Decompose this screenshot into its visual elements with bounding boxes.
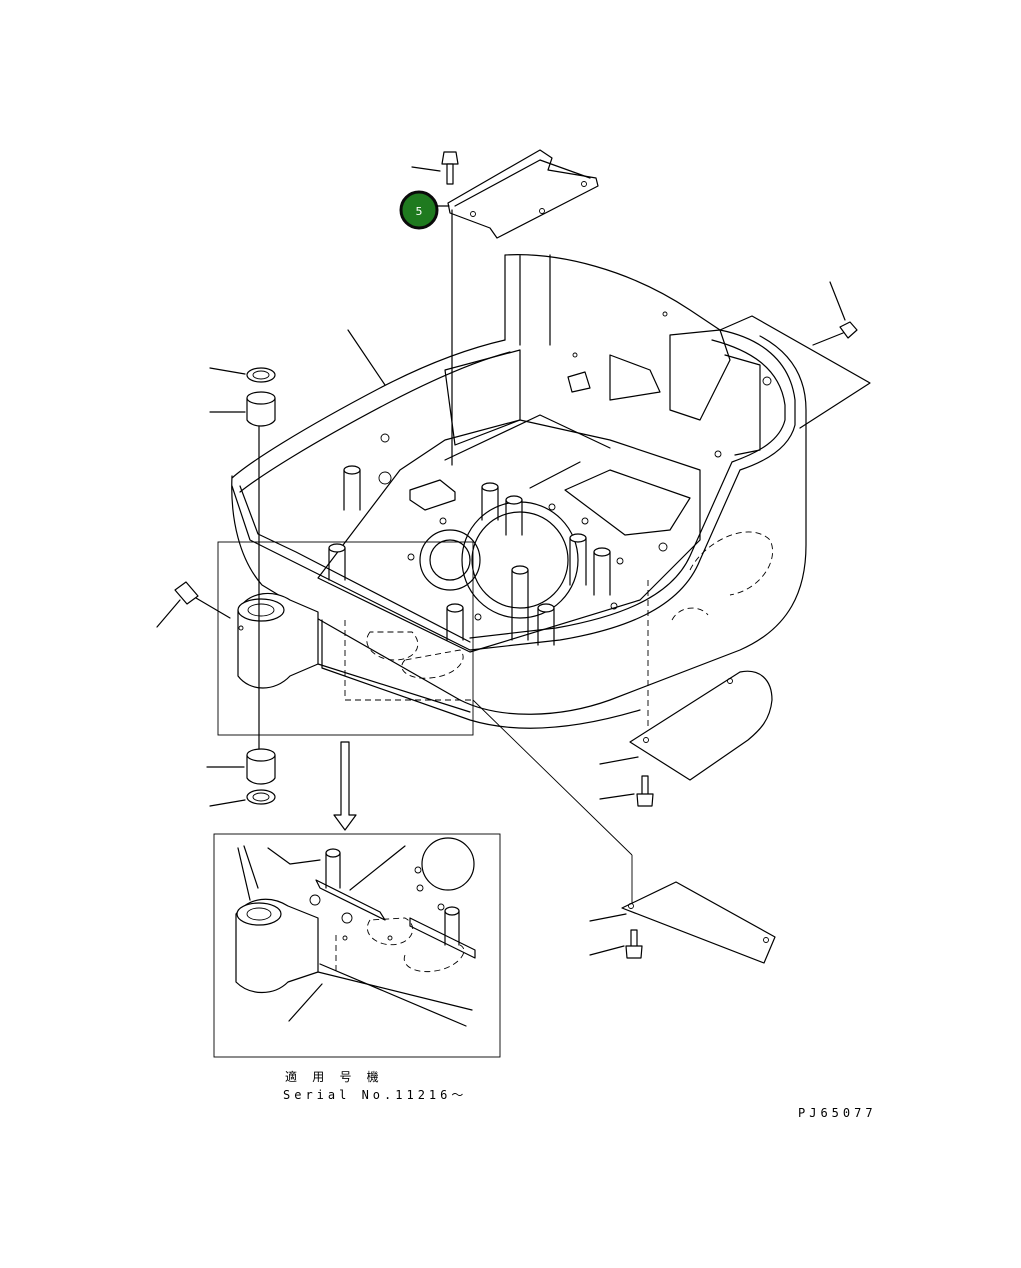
upper-bushing <box>209 391 276 427</box>
under-cover-1 <box>599 670 773 781</box>
drawing-code: PJ65077 <box>798 1106 877 1120</box>
side-clip <box>719 315 871 429</box>
applicability-label: 適 用 号 機 <box>285 1070 383 1084</box>
grease-fitting <box>156 581 231 628</box>
revolving-frame <box>231 254 807 735</box>
under-cover-bolt-1 <box>599 775 654 807</box>
down-arrow <box>333 741 357 831</box>
lower-seal-ring <box>209 789 276 807</box>
detail-area-box <box>217 541 474 736</box>
under-cover-bolt-2 <box>589 929 643 959</box>
callout-marker[interactable]: 5 <box>399 190 450 230</box>
upper-seal-ring <box>209 367 276 383</box>
lower-bushing <box>206 748 276 785</box>
top-cover-plate <box>447 149 599 239</box>
top-bolt <box>411 151 459 185</box>
inset-detail <box>213 833 501 1058</box>
callout-number: 5 <box>416 205 423 218</box>
under-cover-2 <box>589 881 776 964</box>
pivot-boss <box>237 592 471 713</box>
serial-label: Serial No.11216～ <box>283 1088 468 1102</box>
